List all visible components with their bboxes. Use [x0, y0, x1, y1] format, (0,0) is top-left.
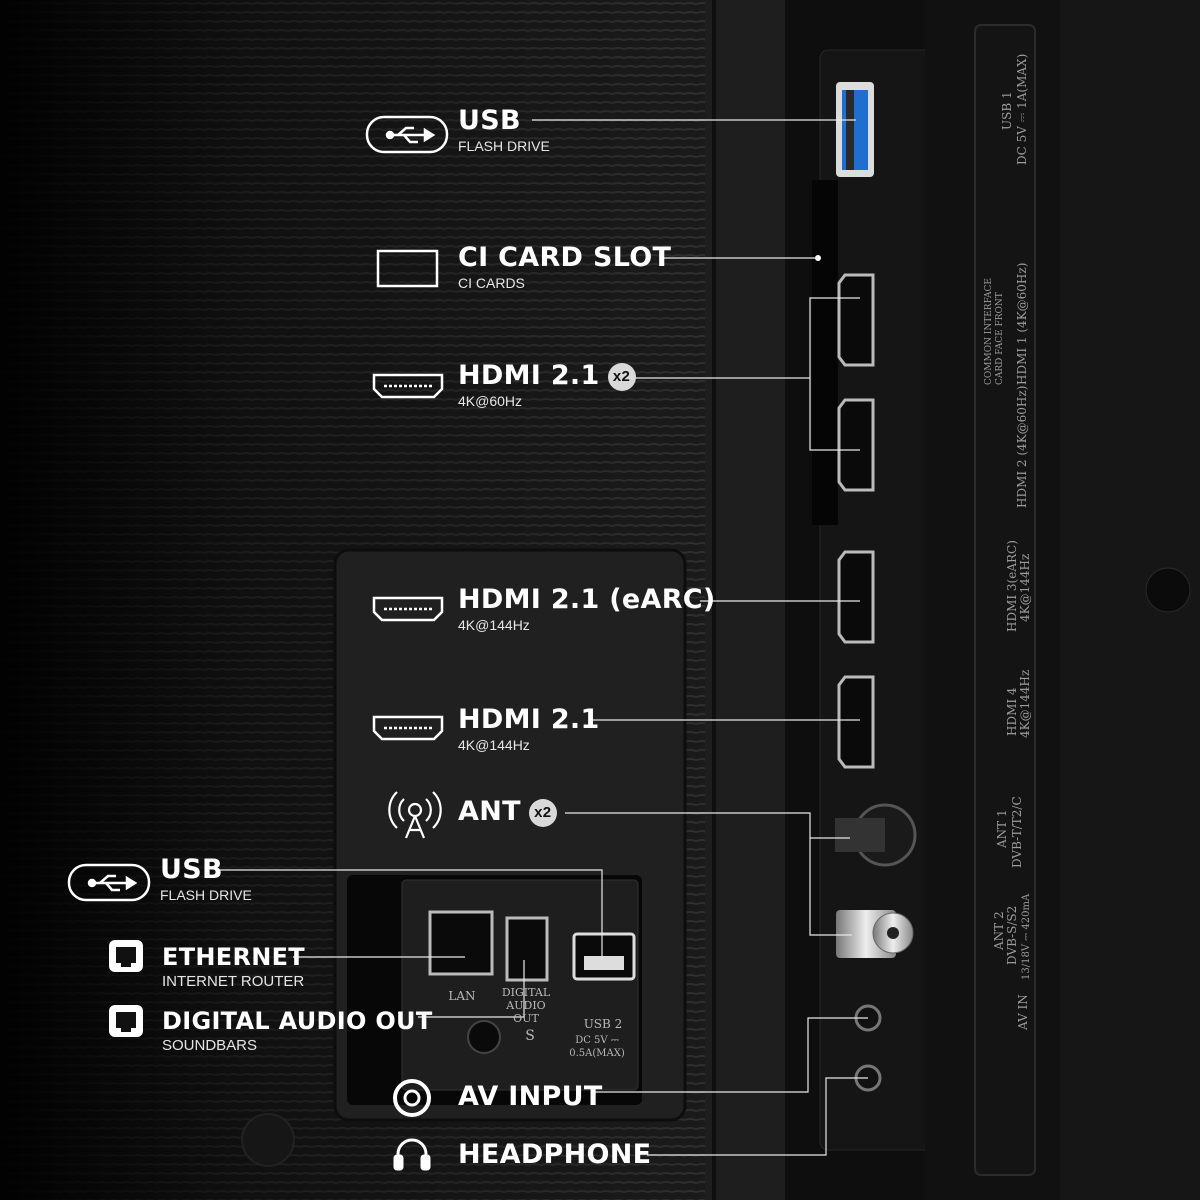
panel-usb1-spec-print: DC 5V ⎓ 1A(MAX)	[1015, 53, 1029, 165]
callout-av-input: AV INPUT	[458, 1082, 603, 1112]
callout-usb-top: USB FLASH DRIVE	[458, 105, 550, 155]
callout-hdmi-144-sub: 4K@144Hz	[458, 737, 530, 753]
panel-digital-audio-print: DIGITAL AUDIO OUT	[501, 986, 551, 1025]
callout-digital-audio-sub: SOUNDBARS	[162, 1037, 258, 1054]
callout-hdmi-60-title: HDMI 2.1	[458, 360, 600, 391]
panel-hdmi4-spec-print: 4K@144Hz	[1018, 669, 1032, 738]
panel-usb2-print: USB 2	[583, 1017, 623, 1031]
callout-digital-audio-title: DIGITAL AUDIO OUT	[162, 1007, 433, 1035]
panel-hdmi2-print: HDMI 2 (4K@60Hz)	[1015, 385, 1029, 508]
callout-usb-bottom-sub: FLASH DRIVE	[160, 887, 252, 903]
callout-ant-badge: x2	[528, 798, 557, 827]
callout-usb-top-title: USB	[458, 105, 521, 136]
callout-usb-top-sub: FLASH DRIVE	[458, 138, 550, 154]
panel-card-face-print: CARD FACE FRONT	[995, 292, 1005, 385]
callout-av-input-title: AV INPUT	[458, 1081, 603, 1112]
callout-hdmi-earc: HDMI 2.1 (eARC) 4K@144Hz	[458, 584, 716, 634]
callout-ant-title: ANT	[458, 796, 521, 827]
callout-hdmi-earc-sub: 4K@144Hz	[458, 617, 530, 633]
callout-headphone-title: HEADPHONE	[458, 1139, 652, 1170]
callout-usb-bottom-title: USB	[160, 854, 223, 885]
panel-usb2-spec-print: DC 5V ⎓ 0.5A(MAX)	[569, 1035, 625, 1059]
panel-s-print: S	[525, 1028, 535, 1044]
callout-hdmi-144-title: HDMI 2.1	[458, 704, 600, 735]
panel-hdmi3-print: HDMI 3(eARC)	[1005, 540, 1019, 632]
callout-digital-audio: DIGITAL AUDIO OUT SOUNDBARS	[162, 1006, 433, 1054]
panel-hdmi3-spec-print: 4K@144Hz	[1018, 553, 1032, 622]
callout-headphone: HEADPHONE	[458, 1140, 651, 1170]
panel-lan-print: LAN	[448, 989, 476, 1003]
panel-ant2-spec-print: DVB-S/S2	[1005, 905, 1019, 965]
callout-ethernet-sub: INTERNET ROUTER	[162, 973, 305, 990]
callout-ethernet: ETHERNET INTERNET ROUTER	[162, 942, 305, 990]
panel-hdmi1-print: HDMI 1 (4K@60Hz)	[1015, 262, 1029, 385]
usb3-port-blue	[842, 90, 868, 170]
callout-hdmi-earc-title: HDMI 2.1 (eARC)	[458, 584, 716, 615]
panel-av-in-print: AV IN	[1016, 994, 1030, 1030]
callout-ci-slot-sub: CI CARDS	[458, 275, 525, 291]
callout-hdmi-60-badge: x2	[607, 362, 636, 391]
callout-ethernet-title: ETHERNET	[162, 943, 305, 971]
panel-usb1-print: USB 1	[1000, 91, 1014, 130]
panel-ant1-print: ANT 1	[995, 809, 1009, 848]
panel-ant2-power-print: 13/18V ⎓ 420mA	[1021, 893, 1032, 980]
callout-usb-bottom: USB FLASH DRIVE	[160, 854, 252, 904]
callout-hdmi-60-sub: 4K@60Hz	[458, 393, 523, 409]
callout-ci-slot-title: CI CARD SLOT	[458, 242, 672, 273]
panel-ant2-print: ANT 2	[992, 911, 1006, 950]
callout-hdmi-144: HDMI 2.1 4K@144Hz	[458, 704, 600, 754]
panel-ant1-spec-print: DVB-T/T2/C	[1010, 796, 1024, 868]
callout-ci-slot: CI CARD SLOT CI CARDS	[458, 242, 672, 292]
panel-hdmi4-print: HDMI 4	[1005, 687, 1019, 736]
